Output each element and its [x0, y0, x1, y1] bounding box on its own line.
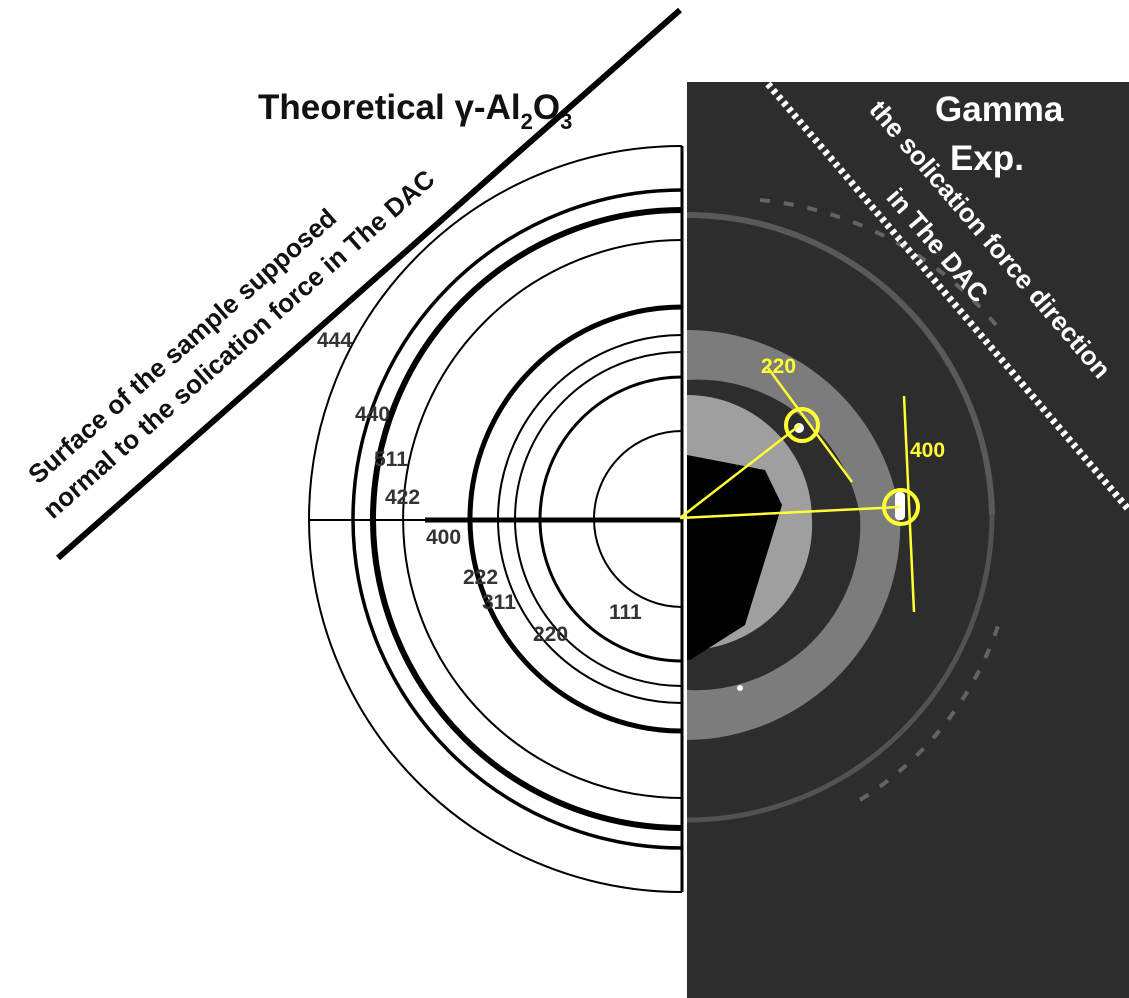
theoretical-rings: [308, 145, 684, 893]
ring-label-511: 511: [374, 448, 408, 471]
ring-label-422: 422: [385, 486, 420, 509]
ring-label-311: 311: [482, 591, 516, 614]
experimental-diffraction-pattern: [686, 198, 1002, 823]
spot-label-220: 220: [761, 355, 796, 378]
experimental-title-line1: Gamma: [935, 90, 1064, 129]
experimental-title-line2: Exp.: [950, 139, 1024, 178]
sample-surface-line: [56, 7, 682, 561]
ring-label-444: 444: [317, 329, 352, 352]
spot-label-400: 400: [910, 439, 945, 462]
spot-circle-400: [882, 488, 920, 526]
ring-label-220: 220: [533, 623, 568, 646]
ring-label-440: 440: [355, 403, 390, 426]
spot-markers: [679, 367, 920, 613]
ring-label-222: 222: [463, 566, 498, 589]
ring-labels: 444 440 511 422 400 222 311 220 111: [317, 329, 642, 646]
spot-circle-220: [784, 407, 820, 443]
theoretical-title: Theoretical γ-Al2O3: [258, 88, 572, 134]
force-direction-line: [765, 81, 1129, 513]
ring-label-111: 111: [609, 601, 642, 624]
ring-label-400: 400: [426, 526, 461, 549]
